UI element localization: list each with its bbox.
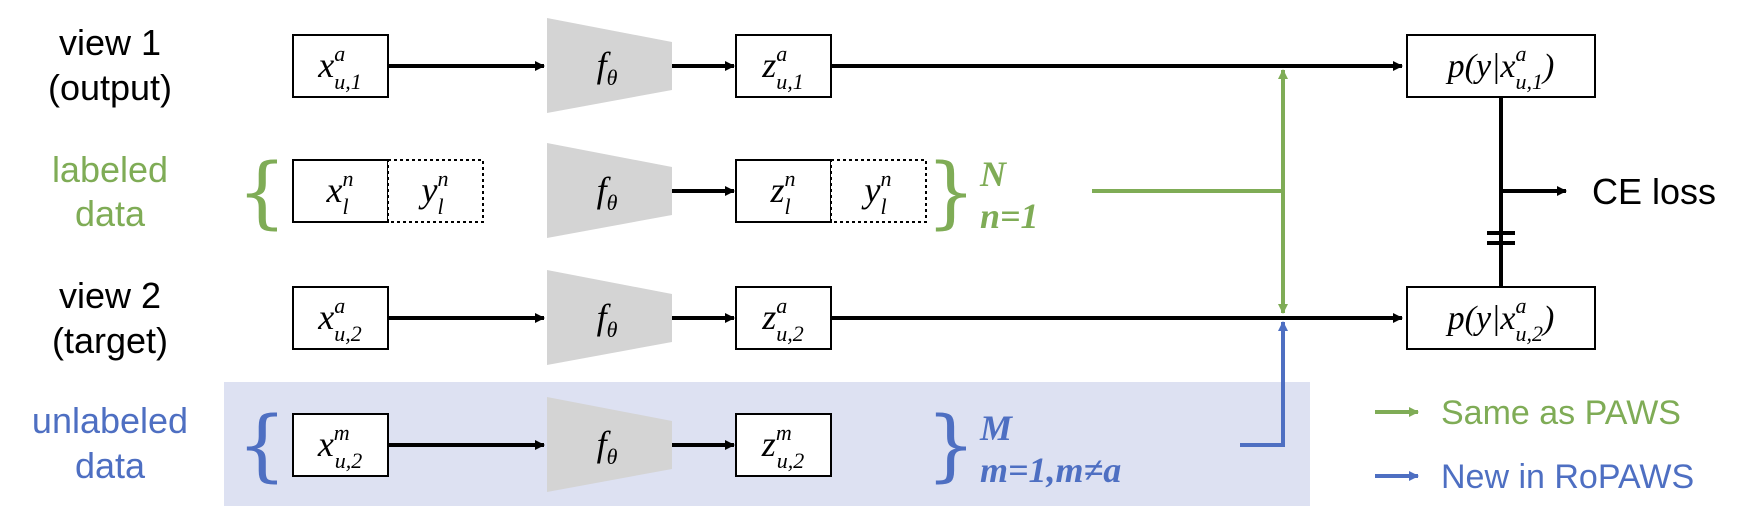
unlabeled-encoder-trapezoid (547, 397, 672, 492)
ce-loss-label: CE loss (1592, 171, 1716, 212)
view2-encoder-trapezoid (547, 270, 672, 365)
legend-new-label: New in RoPAWS (1441, 458, 1694, 496)
unlabeled-embedding-box (735, 413, 832, 477)
view1-label-line1: view 1 (59, 22, 161, 63)
labeled-label-line1: labeled (52, 149, 168, 190)
view1-encoder-trapezoid (547, 18, 672, 113)
unlabeled-range-bottom: m=1,m≠a (980, 450, 1121, 490)
unlabeled-input-box (292, 413, 389, 477)
labeled-label-box (387, 159, 484, 223)
unlabeled-range-top: M (979, 408, 1014, 448)
unlabeled-label-line2: data (75, 445, 146, 486)
labeled-range-top: N (979, 154, 1008, 194)
unlabeled-support-connector (1240, 321, 1288, 447)
view2-embedding-box (735, 286, 832, 350)
labeled-label-line2: data (75, 193, 146, 234)
unlabeled-label-line1: unlabeled (32, 400, 188, 441)
view2-input-box (292, 286, 389, 350)
labeled-embedding-label-box (830, 159, 927, 223)
view1-input-box (292, 34, 389, 98)
legend-same-label: Same as PAWS (1441, 394, 1681, 432)
view1-label-line2: (output) (48, 67, 172, 108)
unlabeled-open-brace: { (237, 401, 287, 491)
unlabeled-close-brace: } (926, 401, 976, 491)
labeled-range-bottom: n=1 (980, 196, 1039, 236)
labeled-input-box (292, 159, 389, 223)
labeled-close-brace: } (926, 148, 976, 238)
view2-label-line1: view 2 (59, 275, 161, 316)
labeled-open-brace: { (237, 148, 287, 238)
labeled-encoder-trapezoid (547, 143, 672, 238)
view2-label-line2: (target) (52, 320, 168, 361)
